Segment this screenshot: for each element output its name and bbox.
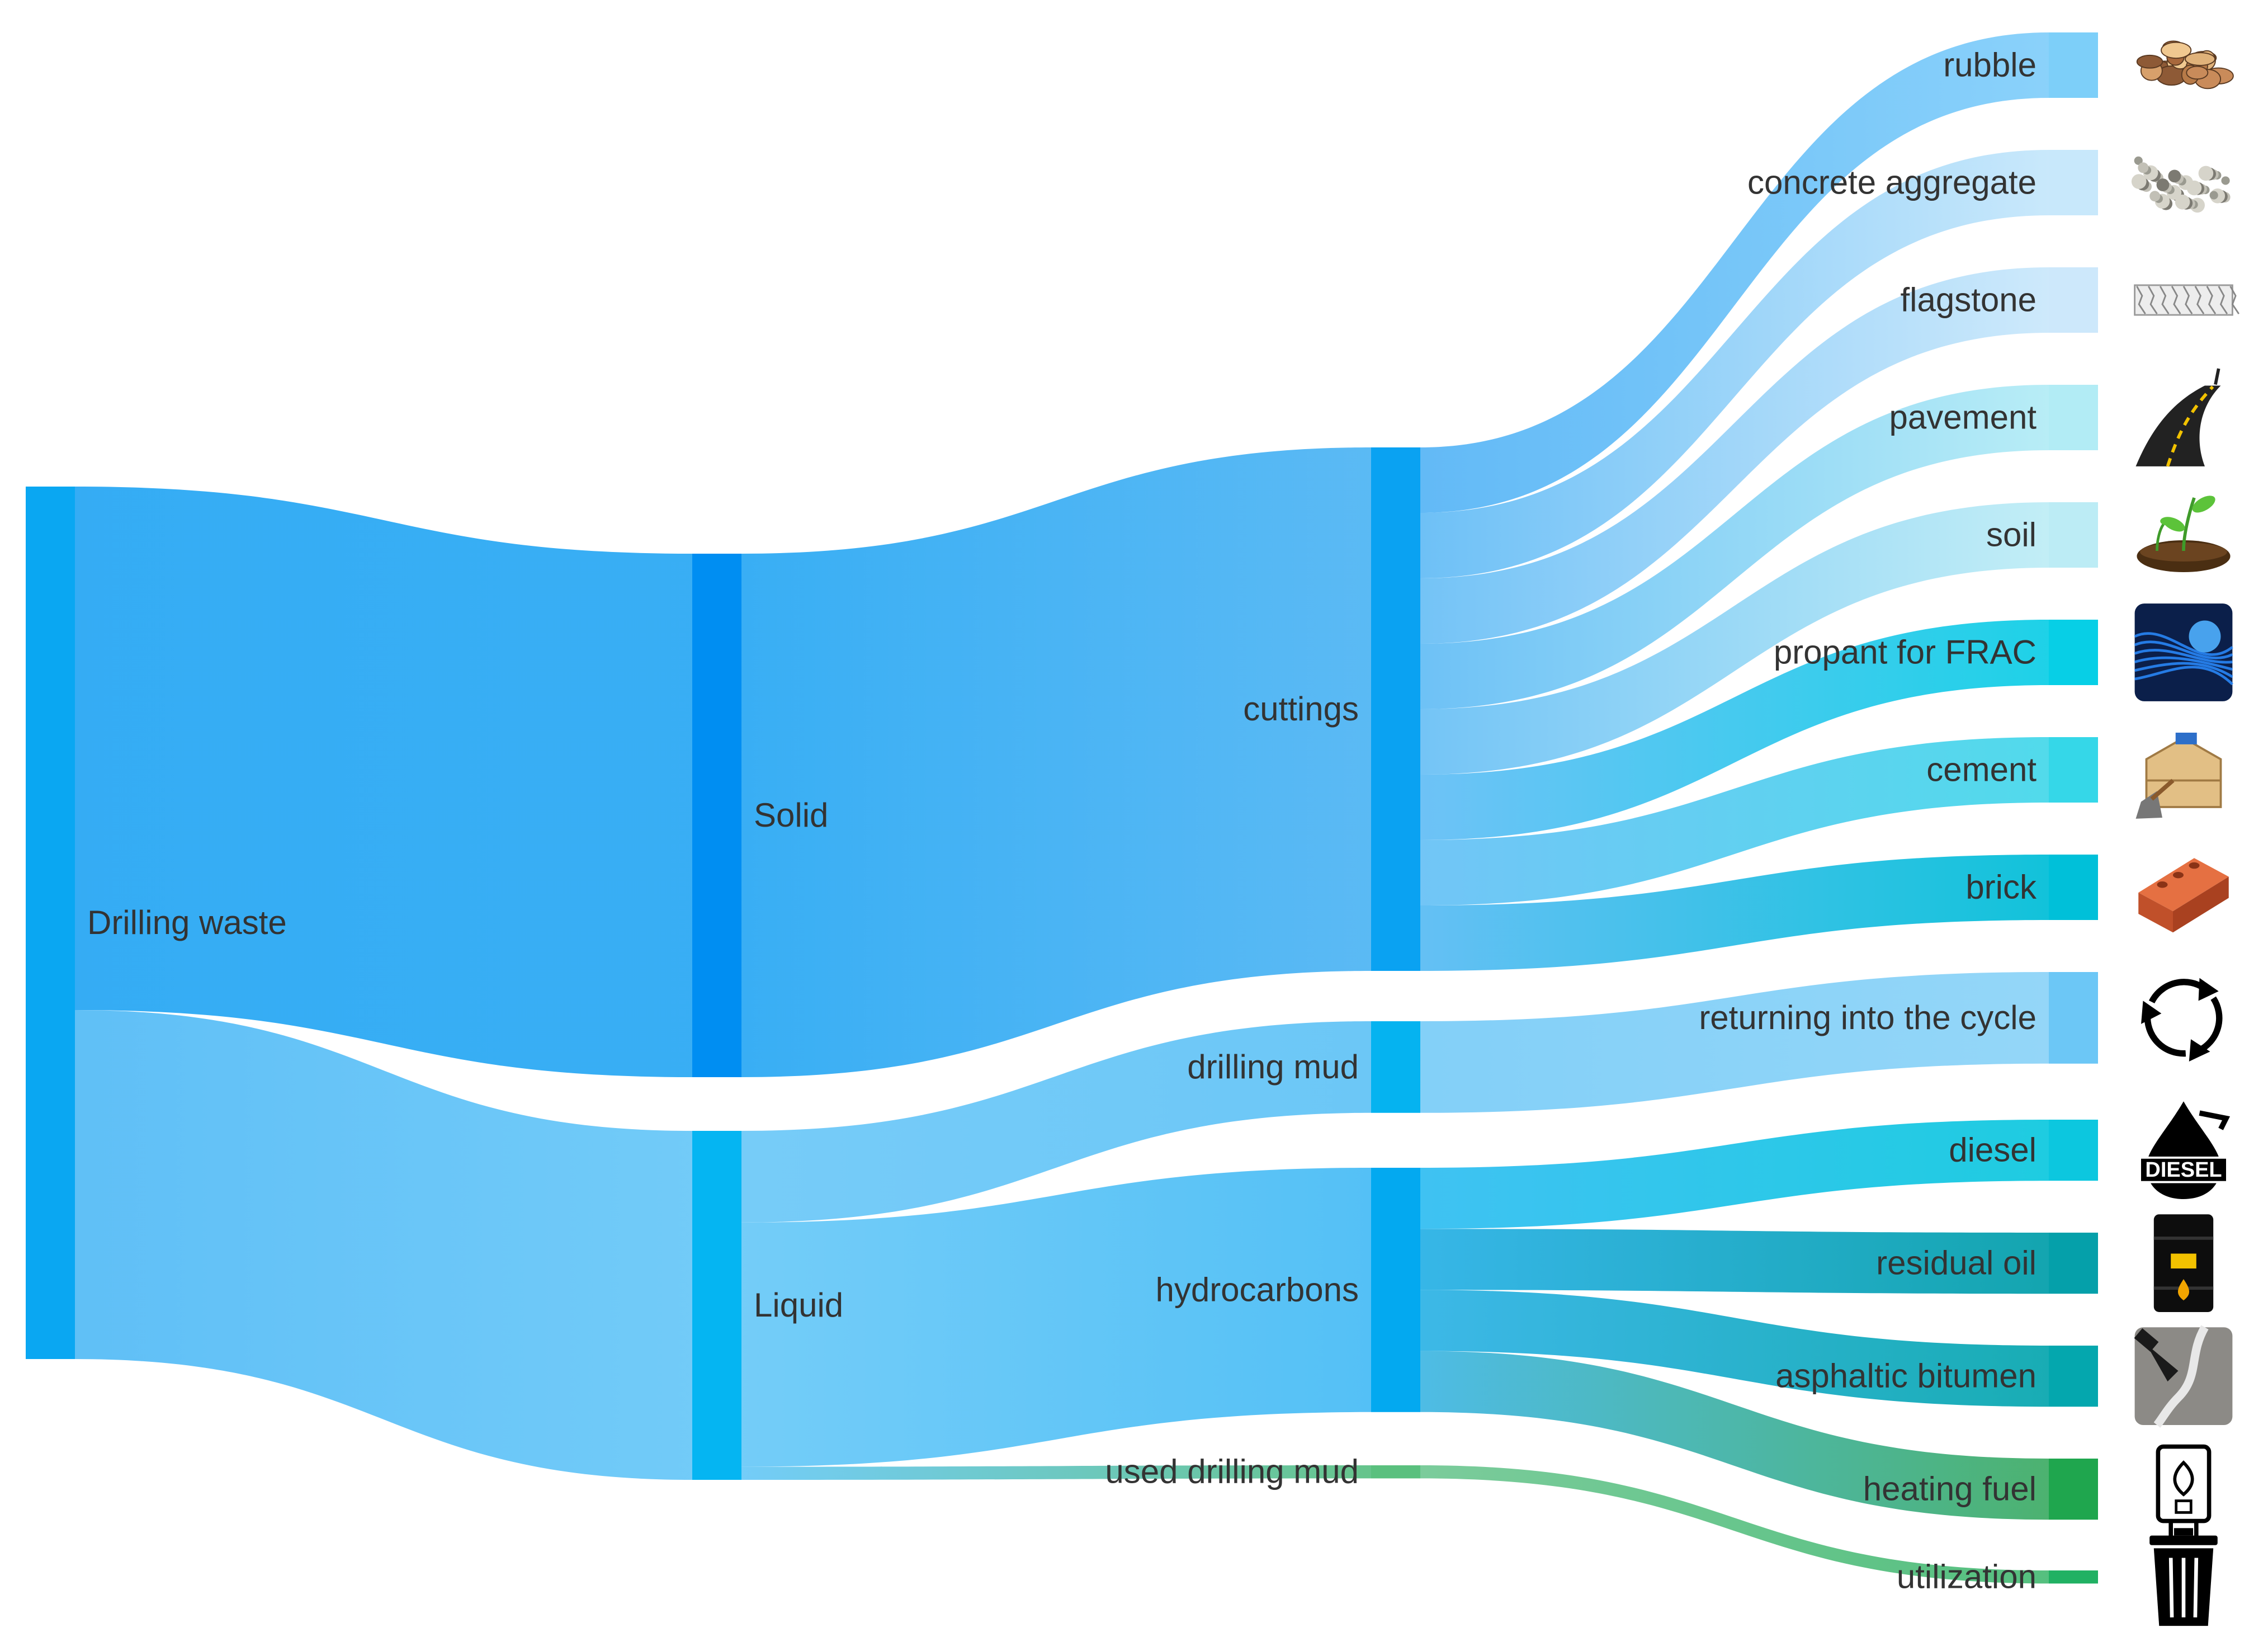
node-drilling_waste	[26, 487, 75, 1359]
sprout-soil-icon	[2137, 496, 2231, 572]
link-used_drilling_mud-to-utilization	[1420, 1465, 2049, 1584]
label-soil: soil	[1986, 516, 2037, 554]
link-liquid-to-drilling_mud	[741, 1021, 1371, 1223]
label-residual_oil: residual oil	[1876, 1244, 2037, 1282]
node-residual_oil	[2049, 1233, 2098, 1294]
node-soil	[2049, 502, 2098, 568]
node-cuttings	[1371, 447, 1420, 971]
link-cuttings-to-concrete_aggregate	[1420, 150, 2049, 578]
node-diesel	[2049, 1120, 2098, 1181]
link-cuttings-to-brick	[1420, 855, 2049, 971]
link-cuttings-to-cement	[1420, 737, 2049, 905]
oil-barrel-icon	[2153, 1214, 2214, 1312]
node-cement	[2049, 737, 2098, 803]
node-hydrocarbons	[1371, 1168, 1420, 1412]
label-diesel: diesel	[1949, 1131, 2037, 1169]
node-returning	[2049, 972, 2098, 1064]
label-concrete_aggregate: concrete aggregate	[1747, 164, 2037, 201]
label-rubble: rubble	[1943, 46, 2037, 84]
label-asphaltic_bitumen: asphaltic bitumen	[1775, 1357, 2037, 1395]
link-drilling_waste-to-solid	[75, 487, 692, 1077]
node-flagstone	[2049, 267, 2098, 333]
node-concrete_aggregate	[2049, 150, 2098, 215]
link-hydrocarbons-to-diesel	[1420, 1120, 2049, 1229]
label-pavement: pavement	[1889, 399, 2037, 436]
label-heating_fuel: heating fuel	[1863, 1470, 2037, 1508]
node-propant	[2049, 620, 2098, 685]
bricks-icon	[2138, 858, 2229, 933]
node-pavement	[2049, 385, 2098, 450]
frac-proppant-icon	[2134, 603, 2234, 701]
node-drilling_mud	[1371, 1021, 1420, 1113]
node-liquid	[692, 1131, 741, 1480]
trash-bin-icon	[2149, 1528, 2218, 1626]
label-drilling_waste: Drilling waste	[87, 904, 287, 941]
flagstone-icon	[2134, 284, 2239, 316]
label-flagstone: flagstone	[1900, 281, 2037, 319]
link-cuttings-to-pavement	[1420, 385, 2049, 709]
label-utilization: utilization	[1897, 1558, 2037, 1596]
sankey-nodes	[26, 32, 2098, 1584]
node-heating_fuel	[2049, 1459, 2098, 1520]
link-cuttings-to-soil	[1420, 502, 2049, 775]
diesel-drop-icon: DIESEL	[2139, 1101, 2231, 1199]
label-propant: propant for FRAC	[1774, 634, 2037, 671]
label-used_drilling_mud: used drilling mud	[1105, 1453, 1359, 1490]
label-hydrocarbons: hydrocarbons	[1155, 1271, 1359, 1308]
bitumen-crack-icon	[2134, 1325, 2233, 1428]
label-liquid: Liquid	[754, 1286, 843, 1324]
rubble-pile-icon	[2136, 40, 2234, 89]
sankey-links	[75, 32, 2049, 1584]
label-drilling_mud: drilling mud	[1187, 1048, 1359, 1086]
label-brick: brick	[1965, 869, 2037, 906]
link-liquid-to-hydrocarbons	[741, 1168, 1371, 1467]
label-cement: cement	[1926, 751, 2037, 789]
link-cuttings-to-propant	[1420, 620, 2049, 840]
svg-text:DIESEL: DIESEL	[2145, 1158, 2222, 1182]
node-rubble	[2049, 32, 2098, 98]
sankey-icons: DIESEL	[2131, 40, 2239, 1626]
cement-bags-icon	[2135, 733, 2222, 819]
link-hydrocarbons-to-asphaltic_bitumen	[1420, 1290, 2049, 1407]
link-hydrocarbons-to-residual_oil	[1420, 1229, 2049, 1294]
node-brick	[2049, 855, 2098, 920]
node-utilization	[2049, 1570, 2098, 1584]
link-drilling_waste-to-liquid	[75, 1010, 692, 1480]
boiler-icon	[2156, 1444, 2212, 1537]
node-asphaltic_bitumen	[2049, 1346, 2098, 1407]
label-returning: returning into the cycle	[1699, 999, 2037, 1036]
recycle-arrows-icon	[2141, 978, 2223, 1062]
label-cuttings: cuttings	[1243, 690, 1359, 728]
link-liquid-to-used_drilling_mud	[741, 1465, 1371, 1480]
link-cuttings-to-rubble	[1420, 32, 2049, 513]
road-icon	[2135, 368, 2221, 467]
node-solid	[692, 554, 741, 1077]
link-solid-to-cuttings	[741, 447, 1371, 1077]
gravel-icon	[2131, 156, 2231, 213]
node-used_drilling_mud	[1371, 1465, 1420, 1479]
label-solid: Solid	[754, 796, 828, 834]
link-drilling_mud-to-returning	[1420, 972, 2049, 1113]
link-hydrocarbons-to-heating_fuel	[1420, 1351, 2049, 1520]
link-cuttings-to-flagstone	[1420, 267, 2049, 644]
